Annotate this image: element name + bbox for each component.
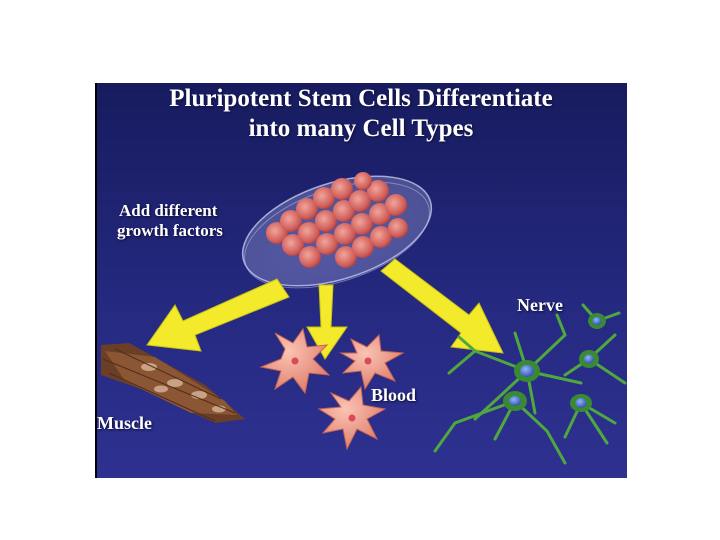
slide-title-line-2: into many Cell Types bbox=[95, 115, 627, 143]
nerve-label: Nerve bbox=[517, 295, 563, 316]
instruction-line-1: Add different bbox=[119, 201, 217, 221]
blood-label: Blood bbox=[371, 385, 416, 406]
slide-title-line-1: Pluripotent Stem Cells Differentiate bbox=[95, 85, 627, 113]
slide: Pluripotent Stem Cells Differentiate int… bbox=[95, 83, 627, 478]
instruction-line-2: growth factors bbox=[117, 221, 223, 241]
muscle-label: Muscle bbox=[97, 413, 152, 434]
